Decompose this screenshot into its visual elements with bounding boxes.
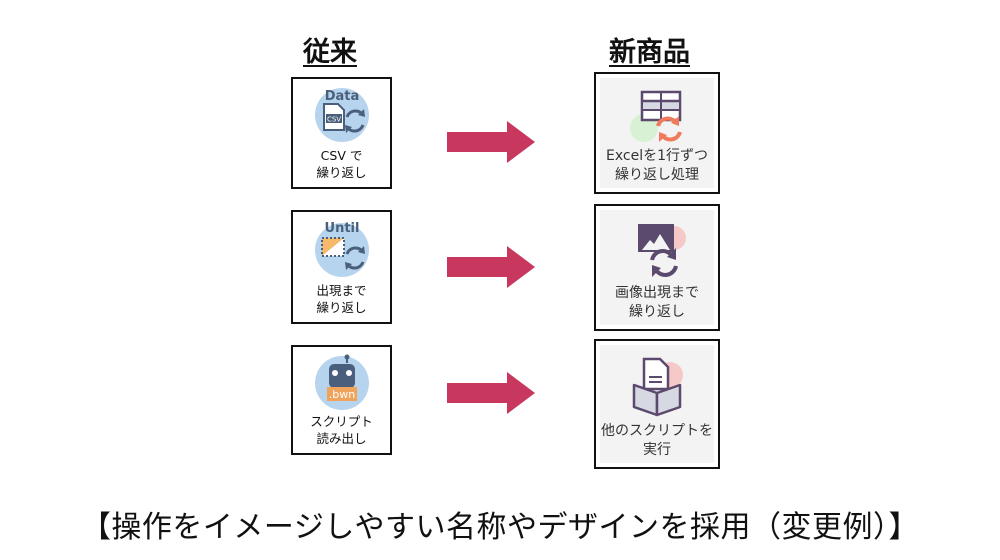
- old-item-label: スクリプト 読み出し: [310, 414, 373, 446]
- new-item-label: 他のスクリプトを 実行: [601, 423, 713, 458]
- new-item-label: 画像出現まで 繰り返し: [615, 285, 699, 320]
- new-item-image-loop: 画像出現まで 繰り返し: [594, 204, 720, 331]
- old-item-until-loop: Until 出現まで 繰り返し: [291, 210, 392, 324]
- excel-row-loop-icon: [630, 90, 682, 142]
- robot-script-icon: .bwn: [314, 354, 369, 410]
- heading-old: 従来: [303, 37, 357, 68]
- svg-text:Until: Until: [324, 221, 359, 236]
- new-item-excel-loop: Excelを1行ずつ 繰り返し処理: [594, 72, 720, 194]
- old-item-script-call: .bwn スクリプト 読み出し: [291, 345, 392, 455]
- until-image-loop-icon: Until: [314, 221, 369, 277]
- svg-text:Data: Data: [324, 89, 359, 104]
- arrow-right-icon: [447, 246, 535, 288]
- svg-text:.bwn: .bwn: [328, 388, 354, 401]
- image-appear-loop-icon: [638, 224, 686, 277]
- caption: 【操作をイメージしやすい名称やデザインを採用（変更例）】: [80, 510, 920, 545]
- old-item-label: 出現まで 繰り返し: [316, 283, 367, 315]
- new-item-label: Excelを1行ずつ 繰り返し処理: [606, 148, 708, 183]
- arrow-right-icon: [447, 121, 535, 163]
- run-other-script-icon: [632, 357, 683, 417]
- old-item-label: CSV で 繰り返し: [316, 148, 367, 180]
- svg-text:CSV: CSV: [326, 116, 340, 124]
- arrow-right-icon: [447, 372, 535, 414]
- heading-new: 新商品: [609, 37, 690, 68]
- csv-data-loop-icon: Data CSV: [314, 88, 369, 142]
- new-item-run-script: 他のスクリプトを 実行: [594, 339, 720, 469]
- old-item-csv-loop: Data CSV CSV で 繰り返し: [291, 77, 392, 189]
